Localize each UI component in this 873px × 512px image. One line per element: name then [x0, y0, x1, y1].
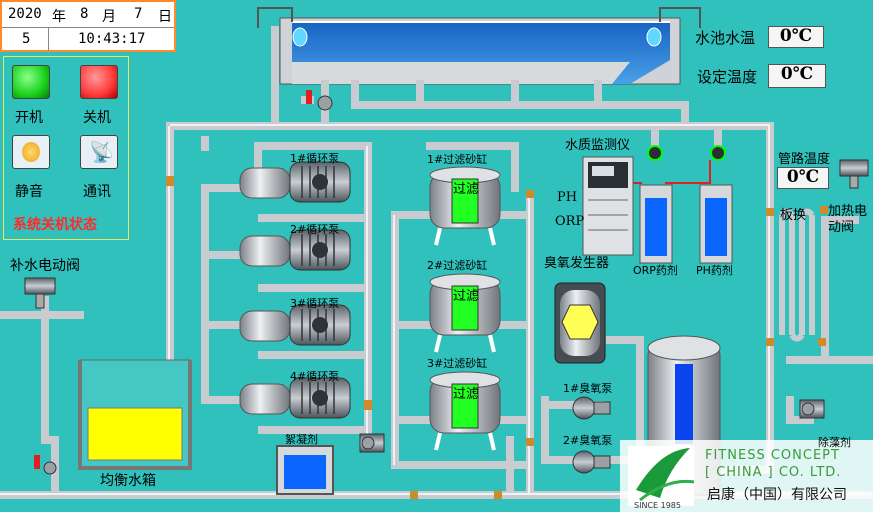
- clock-day-unit: 日: [158, 9, 172, 25]
- clock-weekday: 5: [22, 31, 31, 47]
- system-status-text: 系统关机状态: [13, 217, 97, 233]
- ph-label: PH: [557, 190, 578, 205]
- datetime-panel: 2020 年 8 月 7 日 5 10:43:17: [0, 0, 176, 52]
- control-panel: 开机 关机 静音 📡 通讯 系统关机状态: [3, 56, 129, 240]
- flocculant-label: 絮凝剂: [285, 433, 318, 446]
- filter1-label: 1#过滤砂缸: [427, 153, 488, 166]
- pool-temp-label: 水池水温: [695, 29, 756, 47]
- pump4-label: 4#循环泵: [290, 370, 340, 383]
- flocculant-tank: [276, 445, 334, 495]
- orp-agent-label: ORP药剂: [633, 264, 678, 277]
- water-monitor-label: 水质监测仪: [565, 138, 631, 153]
- clock-time: 10:43:17: [78, 31, 146, 47]
- power-off-button[interactable]: [80, 65, 118, 99]
- pump3-label: 3#循环泵: [290, 297, 340, 310]
- company-logo: [620, 440, 873, 512]
- filter3-text: 过滤: [453, 387, 480, 402]
- dosing-pumps: [24, 90, 869, 475]
- pipe-temp-label: 管路温度: [778, 152, 831, 167]
- plate-heat-exchanger: [779, 208, 815, 342]
- chemical-tanks: [639, 145, 733, 264]
- power-on-label: 开机: [15, 110, 43, 126]
- filter2-text: 过滤: [453, 289, 480, 304]
- pipe-joints: [166, 176, 828, 499]
- brand-name-cn: 启康（中国）有限公司: [707, 487, 847, 503]
- comms-label: 通讯: [83, 184, 111, 200]
- orp-label: ORP: [555, 214, 585, 229]
- brand-name-en-2: [ CHINA ] CO. LTD.: [705, 465, 842, 480]
- clock-year-unit: 年: [52, 9, 66, 25]
- sensor-wires: [631, 160, 711, 184]
- clock-month-unit: 月: [102, 9, 116, 25]
- balance-tank: [78, 359, 192, 470]
- heating-valve-label: 加热电动阀: [828, 204, 868, 235]
- power-on-button[interactable]: [12, 65, 50, 99]
- filter1-text: 过滤: [453, 182, 480, 197]
- clock-day: 7: [134, 6, 143, 22]
- pipe-temp-value: 0℃: [777, 167, 829, 189]
- balance-tank-label: 均衡水箱: [100, 473, 156, 489]
- sand-filters: [429, 166, 501, 451]
- pump1-label: 1#循环泵: [290, 152, 340, 165]
- set-temp-value[interactable]: 0℃: [768, 64, 826, 88]
- clock-month: 8: [80, 6, 89, 22]
- water-quality-monitor: [582, 156, 634, 256]
- set-temp-label: 设定温度: [697, 68, 758, 86]
- brand-since: SINCE 1985: [634, 501, 681, 510]
- ozone-pumps: [572, 396, 611, 474]
- plate-exchanger-label: 板换: [780, 208, 807, 223]
- pool-temp-value: 0℃: [768, 26, 824, 48]
- ozone-generator-label: 臭氧发生器: [544, 256, 610, 271]
- satellite-dish-icon: 📡: [89, 140, 114, 164]
- mute-button[interactable]: [12, 135, 50, 169]
- ozone-generator: [554, 282, 606, 364]
- power-off-label: 关机: [83, 110, 111, 126]
- comms-button[interactable]: 📡: [80, 135, 118, 169]
- filter2-label: 2#过滤砂缸: [427, 259, 488, 272]
- clock-year: 2020: [8, 6, 42, 22]
- ph-agent-label: PH药剂: [696, 264, 733, 277]
- filter3-label: 3#过滤砂缸: [427, 357, 488, 370]
- ozone-pump1-label: 1#臭氧泵: [563, 382, 613, 395]
- makeup-valve-label: 补水电动阀: [10, 258, 80, 274]
- circulation-pumps: [239, 161, 351, 419]
- speaker-icon: [22, 142, 40, 162]
- brand-name-en-1: FITNESS CONCEPT: [705, 448, 840, 463]
- mute-label: 静音: [15, 184, 43, 200]
- swimming-pool: [257, 7, 701, 85]
- ozone-pump2-label: 2#臭氧泵: [563, 434, 613, 447]
- defoamer-label: 除藻剂: [818, 436, 851, 449]
- pump2-label: 2#循环泵: [290, 223, 340, 236]
